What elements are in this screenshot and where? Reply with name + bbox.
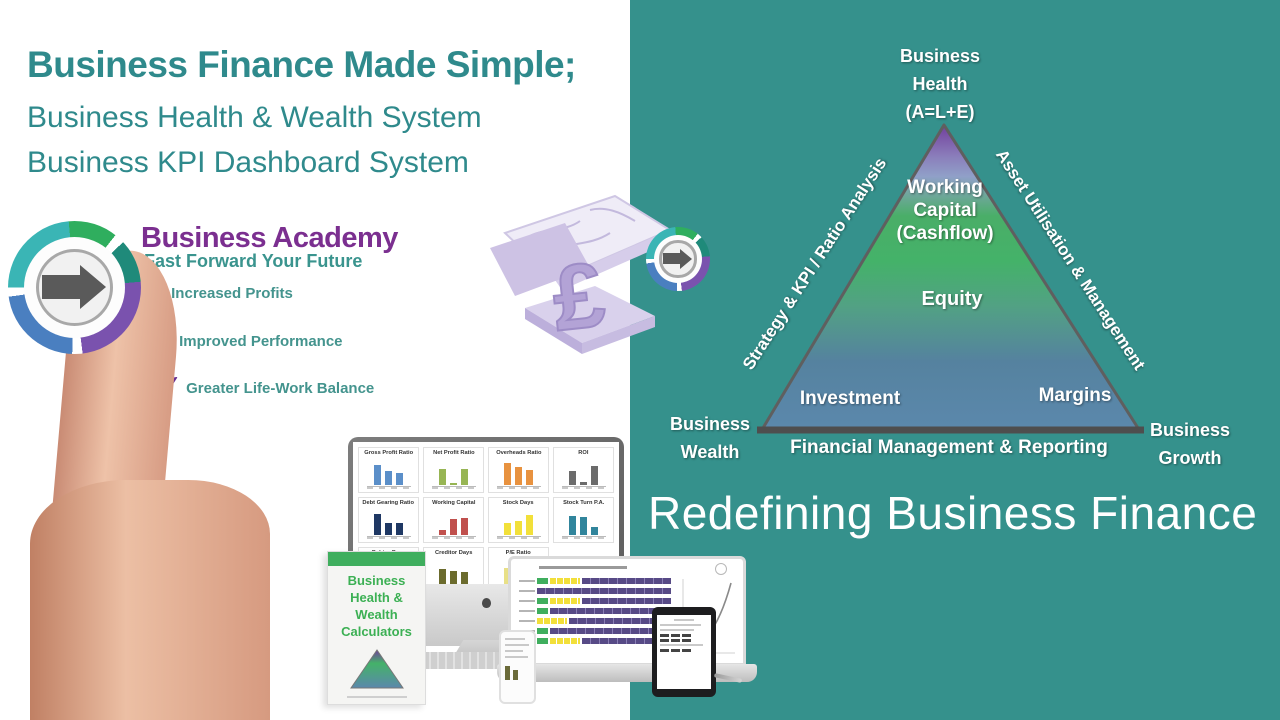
mini-chart-debt-gearing: Debt Gearing Ratio (358, 497, 419, 543)
benefit-item: ✔ Greater Life-Work Balance (155, 369, 375, 405)
laptop-spreadsheet-rows (519, 577, 671, 647)
box-mini-pyramid (349, 649, 404, 689)
pound-puzzle-graphic: £ (490, 194, 670, 354)
forward-arrow-icon (42, 265, 107, 310)
arrow-medallion (35, 248, 114, 327)
box-footer-line (346, 696, 407, 698)
tablet (652, 607, 716, 697)
mini-chart-stock-turn: Stock Turn P.A. (553, 497, 614, 543)
pyramid-corner-business-growth: Business Growth (1149, 420, 1231, 468)
laptop-logo-mark (715, 563, 727, 575)
benefit-label: Improved Performance (179, 332, 343, 350)
academy-ring-logo (8, 221, 141, 354)
pyramid-top-label: Business Health (A=L+E) (899, 46, 981, 122)
subheadline-kpi-dashboard: Business KPI Dashboard System (27, 146, 469, 179)
box-title: Business Health & Wealth Calculators (341, 573, 412, 639)
redefining-tagline: Redefining Business Finance (648, 487, 1258, 539)
mini-chart-gross-profit: Gross Profit Ratio (358, 447, 419, 493)
tablet-screen (657, 615, 711, 689)
box-green-band (328, 552, 425, 566)
pyramid-base-label: Financial Management & Reporting (790, 437, 1108, 458)
calculators-box: Business Health & Wealth Calculators (327, 551, 426, 705)
mini-chart-stock-days: Stock Days (488, 497, 549, 543)
benefit-label: Increased Profits (171, 284, 293, 302)
svg-text:£: £ (548, 244, 610, 351)
smartphone (499, 630, 536, 704)
pyramid-corner-business-wealth: Business Wealth (669, 414, 751, 462)
pyramid-equity-label: Equity (921, 288, 983, 310)
pyramid-working-capital-label: Working Capital (Cashflow) (896, 177, 994, 244)
academy-ring-logo-small (646, 227, 710, 291)
benefit-item: ✔ Increased Profits (140, 274, 293, 310)
mini-chart-roi: ROI (553, 447, 614, 493)
apple-logo-icon (482, 598, 491, 608)
mini-chart-working-capital: Working Capital (423, 497, 484, 543)
subheadline-health-wealth: Business Health & Wealth System (27, 101, 482, 134)
academy-tagline: Fast Forward Your Future (144, 251, 363, 271)
hand-image (30, 480, 270, 720)
mini-chart-net-profit: Net Profit Ratio (423, 447, 484, 493)
pyramid-margins-label: Margins (1038, 385, 1112, 406)
mini-chart-overheads: Overheads Ratio (488, 447, 549, 493)
benefit-label: Greater Life-Work Balance (186, 379, 375, 397)
arrow-medallion (659, 240, 697, 278)
main-headline: Business Finance Made Simple; (27, 44, 576, 85)
phone-mini-bars (505, 662, 530, 680)
benefit-item: ✔ Improved Performance (148, 322, 343, 358)
business-health-pyramid (757, 123, 1144, 434)
forward-arrow-icon (663, 248, 693, 269)
pyramid-investment-label: Investment (799, 388, 901, 409)
laptop-report-title-line (539, 566, 627, 569)
academy-title: Business Academy (141, 222, 398, 254)
